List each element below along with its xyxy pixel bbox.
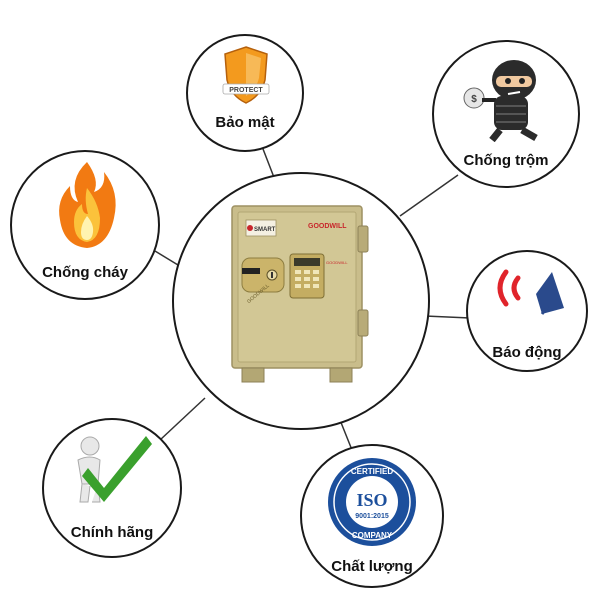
iso-seal-center: ISO	[356, 490, 387, 510]
shield-badge-text: PROTECT	[229, 87, 263, 94]
label-fireproof: Chống cháy	[42, 264, 128, 281]
safe-smart-badge: SMART	[254, 227, 276, 233]
feature-alarm: Báo động	[466, 250, 588, 372]
safe-keypad-brand: GOODWILL	[326, 260, 348, 265]
iso-seal-top: CERTIFIED	[351, 467, 393, 476]
label-security: Bảo mật	[215, 114, 275, 131]
iso-seal-standard: 9001:2015	[355, 513, 389, 520]
checkmark-person-icon	[77, 436, 152, 503]
center-safe-circle: SMART GOODWILL GOODWILL GOODWILL	[172, 172, 430, 430]
iso-seal-bottom: COMPANY	[352, 531, 393, 540]
connector-fireproof	[154, 250, 179, 266]
iso-seal-icon: CERTIFIED ISO 9001:2015 COMPANY	[328, 458, 416, 546]
feature-genuine: Chính hãng	[42, 418, 182, 558]
label-alarm: Báo động	[492, 344, 562, 361]
feature-anti-theft: $ Chống trộm	[432, 40, 580, 188]
flame-icon	[59, 162, 116, 248]
feature-fireproof: Chống cháy	[10, 150, 160, 300]
connector-anti-theft	[399, 174, 459, 217]
feature-security: PROTECT Bảo mật	[186, 34, 304, 152]
money-bag-text: $	[471, 94, 477, 105]
shield-icon: PROTECT	[222, 46, 270, 104]
safe-brand: GOODWILL	[308, 223, 347, 230]
alarm-speaker-icon	[497, 269, 564, 315]
connector-genuine	[159, 397, 206, 441]
connector-quality	[339, 419, 353, 451]
label-quality: Chất lượng	[331, 558, 413, 575]
label-anti-theft: Chống trộm	[463, 152, 549, 169]
connector-alarm	[424, 315, 471, 319]
label-genuine: Chính hãng	[70, 524, 154, 541]
safe-icon: SMART GOODWILL GOODWILL GOODWILL	[231, 205, 369, 383]
burglar-icon: $	[463, 60, 538, 142]
feature-quality: CERTIFIED ISO 9001:2015 COMPANY Chất lượ…	[300, 444, 444, 588]
